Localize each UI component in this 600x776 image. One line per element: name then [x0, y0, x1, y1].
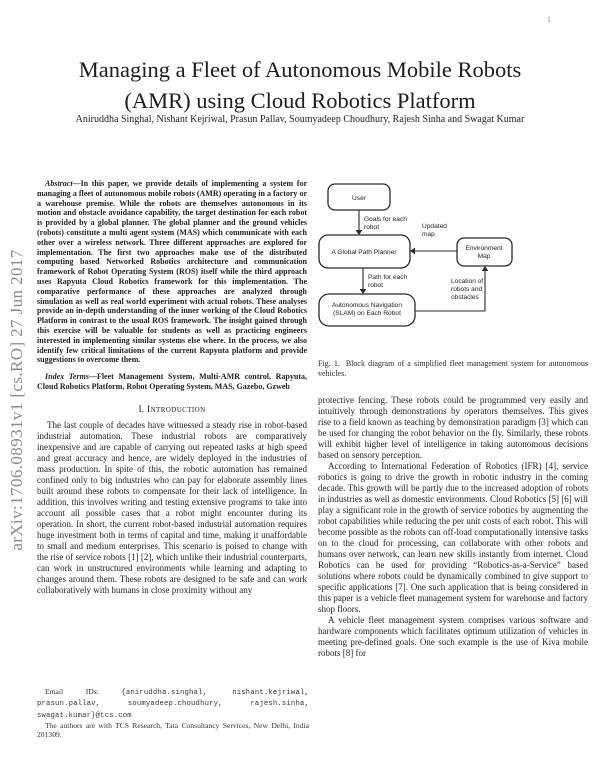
goals-label-line1: Goals for each: [364, 216, 407, 223]
path-label-line1: Path for each: [368, 274, 408, 281]
location-label-line2: robots and: [451, 286, 482, 293]
intro-paragraph-3: A vehicle fleet management system compri…: [318, 615, 588, 659]
global-path-planner-label: A Global Path Planner: [332, 249, 398, 256]
figure-1-caption-label: Fig. 1.: [318, 359, 340, 368]
arrowhead-planner-to-nav: [359, 289, 367, 294]
environment-map-label-line1: Environment: [465, 245, 502, 252]
environment-map-label-line2: Map: [478, 253, 491, 260]
location-label-line3: obstacles: [451, 294, 480, 301]
intro-paragraph-1-continuation: protective fencing. These robots could b…: [318, 395, 588, 461]
index-terms: Index Terms—Fleet Management System, Mul…: [37, 372, 307, 392]
author-footnote: Email IDs: {aniruddha.singhal, nishant.k…: [37, 687, 309, 739]
abstract: Abstract—In this paper, we provide detai…: [37, 179, 307, 365]
index-terms-lead: Index Terms: [45, 372, 89, 382]
figure-1-caption-text: Block diagram of a simplified fleet mana…: [318, 359, 589, 378]
abstract-text: —In this paper, we provide details of im…: [37, 179, 307, 365]
email-label: Email IDs:: [45, 687, 99, 696]
figure-1-block-diagram: User A Global Path Planner Environment M…: [318, 183, 513, 327]
user-box-label: User: [352, 195, 367, 202]
section-name: Introduction: [147, 404, 206, 415]
updated-map-label-line2: map: [422, 231, 435, 238]
figure-1-caption: Fig. 1.Block diagram of a simplified fle…: [318, 359, 588, 378]
goals-label-line2: robot: [364, 224, 379, 231]
email-addresses: {aniruddha.singhal, nishant.kejriwal, pr…: [37, 689, 309, 720]
environment-map-box: [456, 237, 513, 267]
paper-title: Managing a Fleet of Autonomous Mobile Ro…: [0, 54, 600, 116]
path-label-line2: robot: [368, 282, 383, 289]
author-list: Aniruddha Singhal, Nishant Kejriwal, Pra…: [75, 114, 525, 125]
autonomous-navigation-label-line1: Autonomous Navigation: [332, 302, 402, 309]
paper-title-line1: Managing a Fleet of Autonomous Mobile Ro…: [78, 57, 522, 82]
intro-paragraph-1: The last couple of decades have witnesse…: [37, 419, 307, 595]
arxiv-identifier: arXiv:1706.08931v1 [cs.RO] 27 Jun 2017: [7, 249, 26, 551]
left-column: Abstract—In this paper, we provide detai…: [37, 179, 307, 596]
right-column: User A Global Path Planner Environment M…: [318, 178, 588, 659]
section-heading-introduction: I.Introduction: [37, 405, 307, 415]
intro-paragraph-2: According to International Federation of…: [318, 461, 588, 615]
global-path-planner-box: [318, 234, 411, 269]
arrowhead-user-to-planner: [355, 230, 363, 235]
abstract-lead: Abstract: [45, 179, 73, 188]
location-label-line1: Location of: [451, 278, 483, 285]
autonomous-navigation-label-line2: (SLAM) on Each Robot: [333, 310, 401, 317]
page-number: 1: [547, 15, 551, 24]
footnote-affiliation: The authors are with TCS Research, Tata …: [37, 720, 309, 740]
section-number: I.: [138, 404, 145, 415]
arrowhead-nav-to-envmap: [481, 266, 489, 271]
autonomous-navigation-box: [318, 293, 416, 327]
footnote-emails-line: Email IDs: {aniruddha.singhal, nishant.k…: [37, 687, 309, 721]
edge-nav-to-envmap: [415, 271, 486, 312]
arrowhead-envmap-to-planner: [410, 247, 415, 255]
index-terms-text: —Fleet Management System, Multi-AMR cont…: [37, 372, 307, 391]
paper-title-line2: (AMR) using Cloud Robotics Platform: [124, 88, 476, 113]
updated-map-label-line1: Updated: [422, 223, 447, 230]
